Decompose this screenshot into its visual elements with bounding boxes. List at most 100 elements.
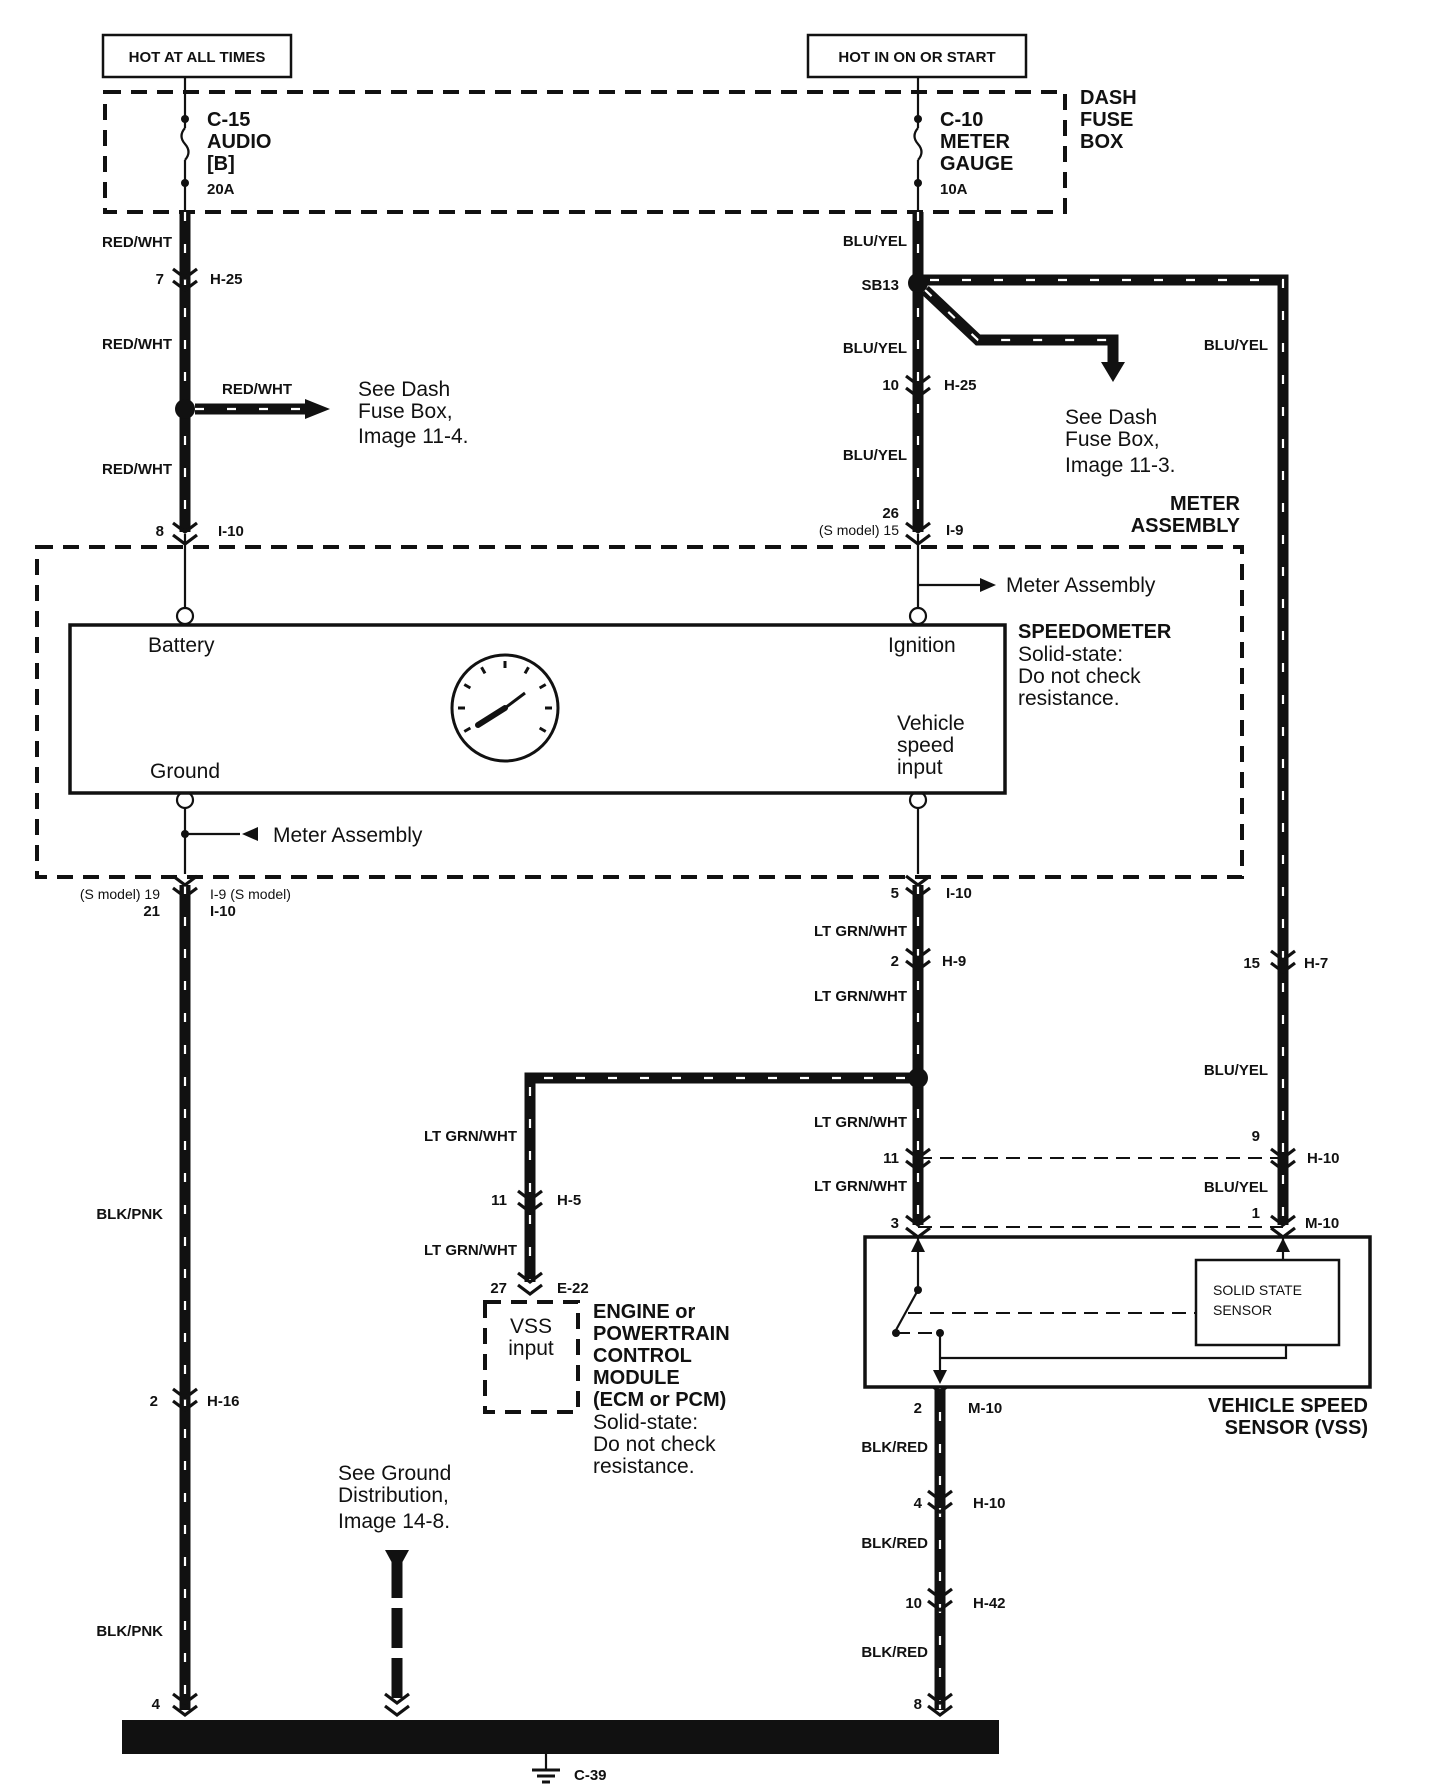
svg-text:BLK/RED: BLK/RED: [861, 1535, 928, 1552]
svg-text:10A: 10A: [940, 181, 968, 198]
connector-h25-left: [172, 267, 198, 292]
connector-e22: [517, 1271, 543, 1296]
gauge-tick: [538, 683, 547, 690]
connector-h10-c: [927, 1489, 953, 1514]
svg-text:BLU/YEL: BLU/YEL: [843, 447, 907, 464]
svg-text:H-25: H-25: [944, 377, 977, 394]
ground-bus: [122, 1720, 999, 1754]
svg-text:LT GRN/WHT: LT GRN/WHT: [814, 1178, 907, 1195]
meter-assembly-title: METER ASSEMBLY: [1131, 493, 1241, 537]
ground-c39-label: C-39: [574, 1767, 607, 1784]
dash-fuse-box-title: DASH FUSE BOX: [1080, 87, 1137, 153]
svg-text:VSS: VSS: [510, 1315, 552, 1338]
battery-terminal-label: Battery: [148, 634, 215, 657]
vss-internal-switch: [892, 1237, 1290, 1384]
svg-text:I-10: I-10: [210, 903, 236, 920]
svg-text:8: 8: [914, 1696, 922, 1713]
svg-text:3: 3: [891, 1215, 899, 1232]
svg-text:C-10: C-10: [940, 109, 983, 131]
ecm-vss-input-box: [483, 1300, 580, 1414]
svg-text:I-10: I-10: [218, 523, 244, 540]
svg-text:2: 2: [891, 953, 899, 970]
svg-text:BLU/YEL: BLU/YEL: [1204, 337, 1268, 354]
svg-text:(S model) 19: (S model) 19: [80, 886, 160, 902]
svg-text:M-10: M-10: [1305, 1215, 1339, 1232]
svg-text:SENSOR (VSS): SENSOR (VSS): [1225, 1417, 1368, 1439]
speedometer-title: SPEEDOMETER Solid-state: Do not check re…: [1018, 621, 1172, 710]
meter-assembly-outline: [35, 545, 1244, 879]
wire-color-labels: RED/WHT RED/WHT RED/WHT RED/WHT BLU/YEL …: [96, 233, 1268, 1661]
svg-text:I-9 (S model): I-9 (S model): [210, 886, 291, 902]
svg-text:VEHICLE SPEED: VEHICLE SPEED: [1208, 1395, 1368, 1417]
svg-text:DASH: DASH: [1080, 87, 1137, 109]
svg-text:See Ground: See Ground: [338, 1462, 451, 1485]
svg-text:2: 2: [914, 1400, 922, 1417]
wire-blu-yel-branch: [921, 285, 1119, 362]
gauge-tick: [463, 726, 472, 733]
wire-red-wht: [179, 212, 305, 532]
svg-text:See Dash: See Dash: [358, 378, 450, 401]
svg-text:Fuse Box,: Fuse Box,: [1065, 428, 1160, 451]
svg-text:METER: METER: [1170, 493, 1241, 515]
ground-terminal-label: Ground: [150, 760, 220, 783]
dash-fuse-box-outline: [103, 90, 1067, 214]
svg-text:H-5: H-5: [557, 1192, 581, 1209]
svg-text:ASSEMBLY: ASSEMBLY: [1131, 515, 1241, 537]
ecm-title: ENGINE or POWERTRAIN CONTROL MODULE (ECM…: [593, 1301, 730, 1478]
svg-text:11: 11: [883, 1150, 899, 1167]
solid-state-sensor-box: [1194, 1258, 1341, 1347]
svg-text:Image 14-8.: Image 14-8.: [338, 1510, 450, 1533]
connector-h7: [1270, 949, 1296, 974]
svg-text:4: 4: [152, 1696, 161, 1713]
connector-h5: [517, 1189, 543, 1214]
svg-text:LT GRN/WHT: LT GRN/WHT: [424, 1128, 517, 1145]
svg-text:1: 1: [1252, 1205, 1260, 1222]
svg-text:(ECM or PCM): (ECM or PCM): [593, 1389, 726, 1411]
svg-text:See Dash: See Dash: [1065, 406, 1157, 429]
svg-text:AUDIO: AUDIO: [207, 131, 271, 153]
svg-text:METER: METER: [940, 131, 1011, 153]
ref-ground-14-8: See Ground Distribution, Image 14-8.: [338, 1462, 451, 1533]
ref-dash-fuse-11-3: See Dash Fuse Box, Image 11-3.: [1065, 406, 1176, 477]
svg-text:BLU/YEL: BLU/YEL: [843, 340, 907, 357]
vehicle-speed-input-label: Vehicle speed input: [897, 712, 965, 779]
gauge-tick: [480, 666, 487, 675]
svg-text:C-15: C-15: [207, 109, 250, 131]
arrow-to-fuse-11-4: [305, 399, 330, 419]
ground-symbol-icon: [532, 1754, 560, 1784]
connector-g-right: [927, 1692, 953, 1717]
svg-text:Solid-state:: Solid-state:: [1018, 643, 1123, 666]
vss-title: VEHICLE SPEED SENSOR (VSS): [1208, 1395, 1368, 1439]
svg-text:resistance.: resistance.: [593, 1455, 695, 1478]
svg-text:H-16: H-16: [207, 1393, 240, 1410]
svg-text:[B]: [B]: [207, 153, 235, 175]
svg-text:MODULE: MODULE: [593, 1367, 680, 1389]
svg-text:CONTROL: CONTROL: [593, 1345, 692, 1367]
svg-text:SPEEDOMETER: SPEEDOMETER: [1018, 621, 1172, 643]
svg-text:10: 10: [882, 377, 899, 394]
gauge-tick: [463, 683, 472, 690]
connector-labels: 7 H-25 8 I-10 SB13 10 H-25 26 (S model) …: [80, 271, 1340, 1713]
svg-text:I-9: I-9: [946, 522, 964, 539]
svg-text:POWERTRAIN: POWERTRAIN: [593, 1323, 730, 1345]
svg-text:8: 8: [156, 523, 164, 540]
solid-state-sensor-label: SOLID STATE SENSOR: [1213, 1282, 1302, 1318]
splice-sb13: [908, 273, 928, 293]
svg-text:Do not check: Do not check: [593, 1433, 716, 1456]
svg-text:7: 7: [156, 271, 164, 288]
fuse-c15: C-15 AUDIO [B] 20A: [180, 92, 271, 212]
svg-text:BOX: BOX: [1080, 131, 1124, 153]
svg-text:RED/WHT: RED/WHT: [102, 234, 172, 251]
svg-text:LT GRN/WHT: LT GRN/WHT: [814, 1114, 907, 1131]
svg-text:20A: 20A: [207, 181, 235, 198]
svg-text:Do not check: Do not check: [1018, 665, 1141, 688]
svg-text:4: 4: [914, 1495, 923, 1512]
gauge-tick: [538, 726, 547, 733]
svg-text:ENGINE or: ENGINE or: [593, 1301, 695, 1323]
svg-text:resistance.: resistance.: [1018, 687, 1120, 710]
svg-text:SENSOR: SENSOR: [1213, 1302, 1272, 1318]
svg-text:SB13: SB13: [861, 277, 899, 294]
svg-text:H-7: H-7: [1304, 955, 1328, 972]
svg-text:5: 5: [891, 885, 899, 902]
